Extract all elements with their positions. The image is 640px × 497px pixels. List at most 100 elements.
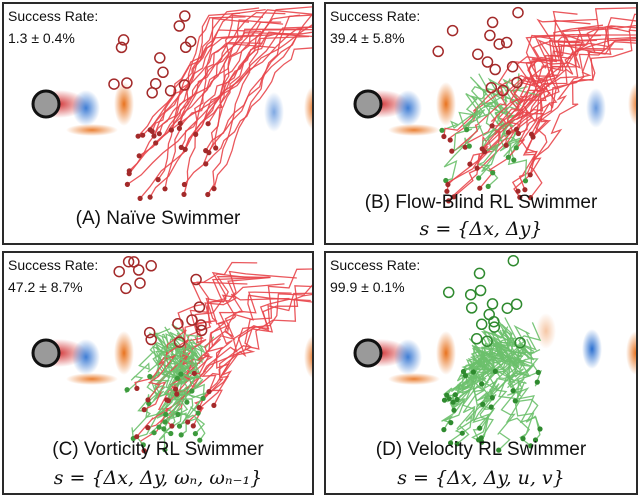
trajectories-c [125, 261, 312, 451]
start-point [528, 131, 535, 137]
end-marker [481, 56, 494, 68]
end-marker [121, 77, 133, 89]
end-marker [193, 301, 206, 313]
start-point [513, 145, 519, 151]
trajectory-path [171, 347, 198, 416]
start-point [496, 447, 502, 453]
start-point [510, 388, 516, 394]
flow-field-plot-d [353, 254, 636, 453]
success-rate-label: Success Rate: [330, 257, 421, 273]
end-marker [464, 288, 477, 301]
trajectory-path [149, 7, 260, 131]
end-marker [470, 333, 483, 345]
end-marker [157, 66, 169, 79]
end-marker [186, 314, 198, 326]
start-point [176, 423, 183, 429]
trajectory-path [183, 31, 312, 185]
start-point [522, 187, 528, 193]
start-point [124, 387, 130, 393]
start-point [147, 194, 153, 200]
start-point [515, 188, 521, 194]
start-point [168, 430, 174, 437]
start-point [450, 399, 456, 405]
start-point [503, 142, 509, 148]
start-point [134, 385, 140, 391]
start-point [527, 195, 534, 201]
end-marker [497, 84, 509, 97]
start-point [460, 368, 467, 375]
start-point [452, 392, 458, 398]
start-point [520, 436, 526, 442]
start-point [482, 149, 488, 155]
start-point [445, 181, 451, 188]
panel-caption: (B) Flow-Blind RL Swimmer [364, 192, 598, 213]
trajectory-path [147, 273, 250, 401]
flow-field-plot-b [353, 6, 636, 204]
trajectory-path [479, 331, 508, 442]
trajectory-path [195, 21, 282, 135]
state-formula: s = {Δx, Δy, u, v} [397, 467, 565, 489]
start-point [443, 177, 449, 184]
start-point [441, 397, 448, 403]
start-point [451, 194, 457, 200]
start-point [147, 373, 153, 380]
start-point [470, 369, 476, 375]
end-marker [172, 317, 184, 330]
trajectory-path [491, 84, 518, 161]
start-point [489, 123, 495, 129]
end-marker [173, 336, 186, 348]
start-point [532, 437, 539, 443]
start-point [174, 391, 180, 397]
start-point [141, 407, 147, 413]
start-point [182, 146, 188, 152]
end-marker [488, 321, 501, 333]
end-marker [122, 255, 135, 268]
end-marker [511, 76, 523, 89]
panel-vorticity-rl-swimmer: Success Rate: 47.2 ± 8.7% (C) Vorticity … [2, 251, 314, 495]
trajectory-path [207, 283, 285, 406]
start-point [203, 161, 209, 167]
end-marker [195, 319, 207, 331]
trajectory-path [442, 345, 488, 424]
trajectory-path [207, 31, 301, 125]
end-marker [489, 63, 501, 76]
end-marker [442, 286, 455, 299]
cylinder [31, 338, 61, 368]
start-point [477, 185, 483, 191]
end-marker [493, 38, 505, 50]
start-point [195, 410, 201, 416]
start-point [176, 125, 182, 131]
start-point [459, 430, 465, 436]
end-marker [117, 34, 130, 46]
panel-caption: (D) Velocity RL Swimmer [375, 439, 587, 460]
end-marker [113, 265, 125, 278]
end-marker [486, 16, 499, 29]
start-point [474, 165, 480, 171]
start-point [490, 170, 496, 176]
trajectory-path [167, 285, 312, 401]
start-point [185, 419, 191, 425]
start-point [446, 198, 452, 204]
end-marker [465, 302, 478, 314]
trajectory-path [469, 29, 636, 165]
trajectory-path [489, 322, 542, 398]
end-marker [145, 260, 157, 272]
panel-flow-blind-rl-swimmer: Success Rate: 39.4 ± 5.8% (B) Flow-Blind… [324, 2, 638, 245]
trajectory-path [207, 35, 310, 195]
end-marker [154, 52, 166, 64]
trajectory-path [164, 12, 241, 189]
success-rate-label: Success Rate: [330, 8, 421, 24]
start-point [211, 186, 217, 192]
start-point [151, 430, 157, 436]
end-markers-d [442, 254, 526, 349]
start-point [181, 181, 187, 188]
start-point [479, 381, 485, 387]
end-marker [512, 6, 524, 19]
start-point [467, 161, 473, 167]
start-point [135, 133, 141, 139]
start-point [505, 154, 511, 160]
trajectory-path [457, 324, 530, 401]
start-point [126, 168, 132, 174]
trajectory-path [184, 14, 301, 150]
end-marker [483, 308, 495, 321]
